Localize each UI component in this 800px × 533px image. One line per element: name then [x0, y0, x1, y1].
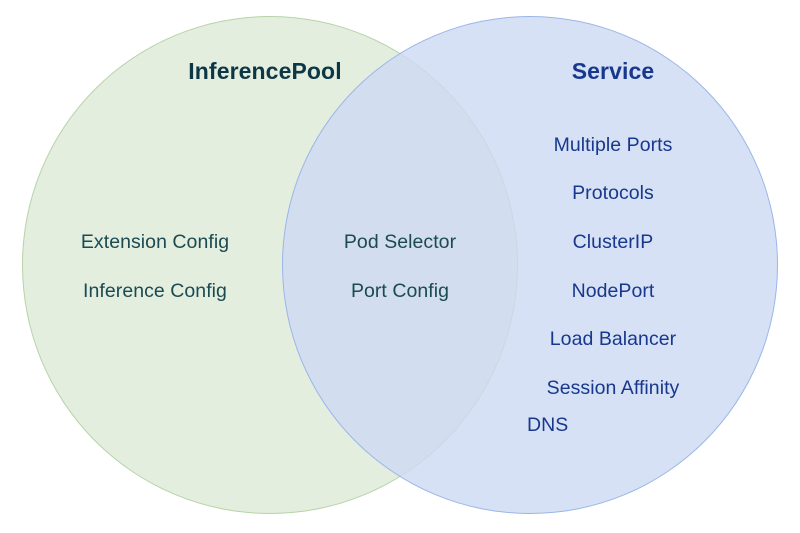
- intersection-item-port-config: Port Config: [350, 280, 450, 302]
- intersection-item-pod-selector: Pod Selector: [343, 231, 457, 253]
- service-item-protocols: Protocols: [572, 182, 654, 204]
- set-title-inferencepool: InferencePool: [188, 58, 342, 84]
- inferencepool-item-inference-config: Inference Config: [83, 280, 227, 302]
- service-item-dns: DNS: [527, 414, 569, 436]
- service-item-clusterip: ClusterIP: [572, 231, 654, 253]
- service-item-nodeport: NodePort: [571, 280, 655, 302]
- service-item-load-balancer: Load Balancer: [549, 328, 677, 350]
- service-item-session-affinity: Session Affinity: [546, 377, 680, 399]
- venn-circle-service: [282, 16, 778, 514]
- inferencepool-item-extension-config: Extension Config: [80, 231, 230, 253]
- service-item-multiple-ports: Multiple Ports: [553, 134, 673, 156]
- set-title-service: Service: [571, 58, 655, 84]
